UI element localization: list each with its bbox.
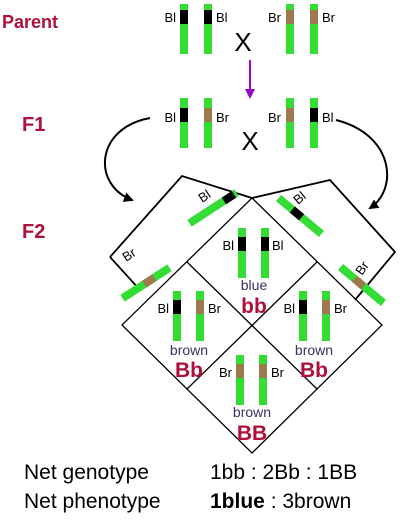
phenotype-label: brown bbox=[170, 342, 208, 358]
f1-right-pair: Br Bl bbox=[268, 98, 334, 148]
blue-allele-band bbox=[173, 300, 181, 314]
allele-label: Bl bbox=[195, 187, 213, 206]
net-genotype-label: Net genotype bbox=[24, 461, 149, 484]
cell-left: Bl Br brown Bb bbox=[157, 291, 222, 382]
allele-label: Bl bbox=[322, 110, 334, 125]
blue-allele-band bbox=[221, 191, 237, 205]
allele-label: Bl bbox=[283, 301, 295, 316]
chromosome bbox=[180, 98, 188, 148]
brown-allele-band bbox=[286, 10, 294, 24]
genotype-label: Bb bbox=[175, 359, 203, 382]
cross-symbol: X bbox=[234, 27, 251, 57]
chromosome bbox=[204, 4, 212, 54]
blue-allele-band bbox=[204, 10, 212, 24]
generation-label-parent: Parent bbox=[2, 12, 59, 32]
allele-label: Br bbox=[216, 110, 230, 125]
generation-label-f1: F1 bbox=[22, 114, 46, 136]
brown-allele-band bbox=[236, 364, 244, 378]
net-phenotype-label: Net phenotype bbox=[24, 490, 161, 513]
chromosome bbox=[259, 355, 267, 405]
punnett-grid bbox=[121, 197, 383, 454]
blue-allele-band bbox=[261, 237, 269, 251]
brown-allele-band bbox=[286, 108, 294, 122]
blue-allele-band bbox=[299, 300, 307, 314]
chromosome bbox=[236, 355, 244, 405]
blue-allele-band bbox=[289, 206, 305, 221]
genotype-label: bb bbox=[241, 295, 267, 318]
genotype-label: Bb bbox=[300, 359, 328, 382]
brown-allele-band bbox=[142, 274, 157, 288]
phenotype-label: brown bbox=[295, 342, 333, 358]
chromosome bbox=[286, 98, 294, 148]
curved-arrow-right bbox=[335, 119, 389, 210]
brown-allele-band bbox=[310, 10, 318, 24]
allele-label: Bl bbox=[272, 238, 284, 253]
cell-right: Bl Br brown Bb bbox=[283, 291, 348, 382]
allele-label: Bl bbox=[164, 10, 176, 25]
chromosome bbox=[173, 291, 181, 341]
gamete-chromosome-bottom-right: Br bbox=[337, 258, 387, 307]
chromosome bbox=[180, 4, 188, 54]
chromosome bbox=[261, 228, 269, 278]
blue-allele-band bbox=[180, 108, 188, 122]
allele-label: Bl bbox=[164, 110, 176, 125]
f1-left-pair: Bl Br bbox=[164, 98, 230, 148]
cross-symbol: X bbox=[241, 126, 258, 156]
blue-allele-band bbox=[180, 10, 188, 24]
net-phenotype-separator: : bbox=[264, 490, 283, 513]
allele-label: Br bbox=[208, 301, 222, 316]
allele-label: Br bbox=[334, 301, 348, 316]
parent-blue-pair: Bl Bl bbox=[164, 4, 228, 54]
chromosome bbox=[204, 98, 212, 148]
brown-allele-band bbox=[259, 364, 267, 378]
cell-top: Bl Bl blue bb bbox=[222, 228, 284, 318]
cell-bottom: Br Br brown BB bbox=[219, 355, 285, 445]
allele-label: Br bbox=[268, 110, 282, 125]
allele-label: Bl bbox=[216, 10, 228, 25]
parent-brown-pair: Br Br bbox=[268, 4, 336, 54]
net-phenotype-brown: 3brown bbox=[282, 490, 352, 513]
brown-allele-band bbox=[351, 275, 367, 290]
chromosome bbox=[196, 291, 204, 341]
allele-label: Br bbox=[119, 244, 139, 264]
chromosome bbox=[238, 228, 246, 278]
brown-allele-band bbox=[204, 108, 212, 122]
allele-label: Br bbox=[271, 365, 285, 380]
gamete-chromosome-bottom-left: Br bbox=[119, 244, 172, 302]
brown-allele-band bbox=[322, 300, 330, 314]
net-phenotype-row: Net phenotype 1blue : 3brown bbox=[24, 490, 351, 514]
allele-label: Br bbox=[219, 365, 233, 380]
chromosome bbox=[310, 98, 318, 148]
net-genotype-row: Net genotype 1bb : 2Bb : 1BB bbox=[24, 461, 357, 485]
allele-label: Bl bbox=[222, 238, 234, 253]
gamete-brackets bbox=[109, 174, 397, 301]
net-genotype-value: 1bb : 2Bb : 1BB bbox=[210, 461, 358, 484]
phenotype-label: blue bbox=[241, 277, 268, 293]
generation-label-f2: F2 bbox=[22, 221, 46, 243]
blue-allele-band bbox=[310, 108, 318, 122]
curved-arrow-left bbox=[103, 117, 151, 202]
allele-label: Br bbox=[322, 10, 336, 25]
gamete-chromosome-top-left: Bl bbox=[187, 187, 239, 227]
chromosome bbox=[299, 291, 307, 341]
allele-label: Bl bbox=[157, 301, 169, 316]
allele-label: Bl bbox=[290, 188, 309, 207]
genotype-label: BB bbox=[237, 422, 267, 445]
chromosome bbox=[322, 291, 330, 341]
phenotype-label: brown bbox=[233, 404, 271, 420]
brown-allele-band bbox=[196, 300, 204, 314]
blue-allele-band bbox=[238, 237, 246, 251]
chromosome bbox=[310, 4, 318, 54]
gamete-chromosome-top-right: Bl bbox=[275, 188, 325, 238]
net-phenotype-blue: 1blue bbox=[210, 490, 265, 513]
chromosome bbox=[286, 4, 294, 54]
allele-label: Br bbox=[268, 10, 282, 25]
